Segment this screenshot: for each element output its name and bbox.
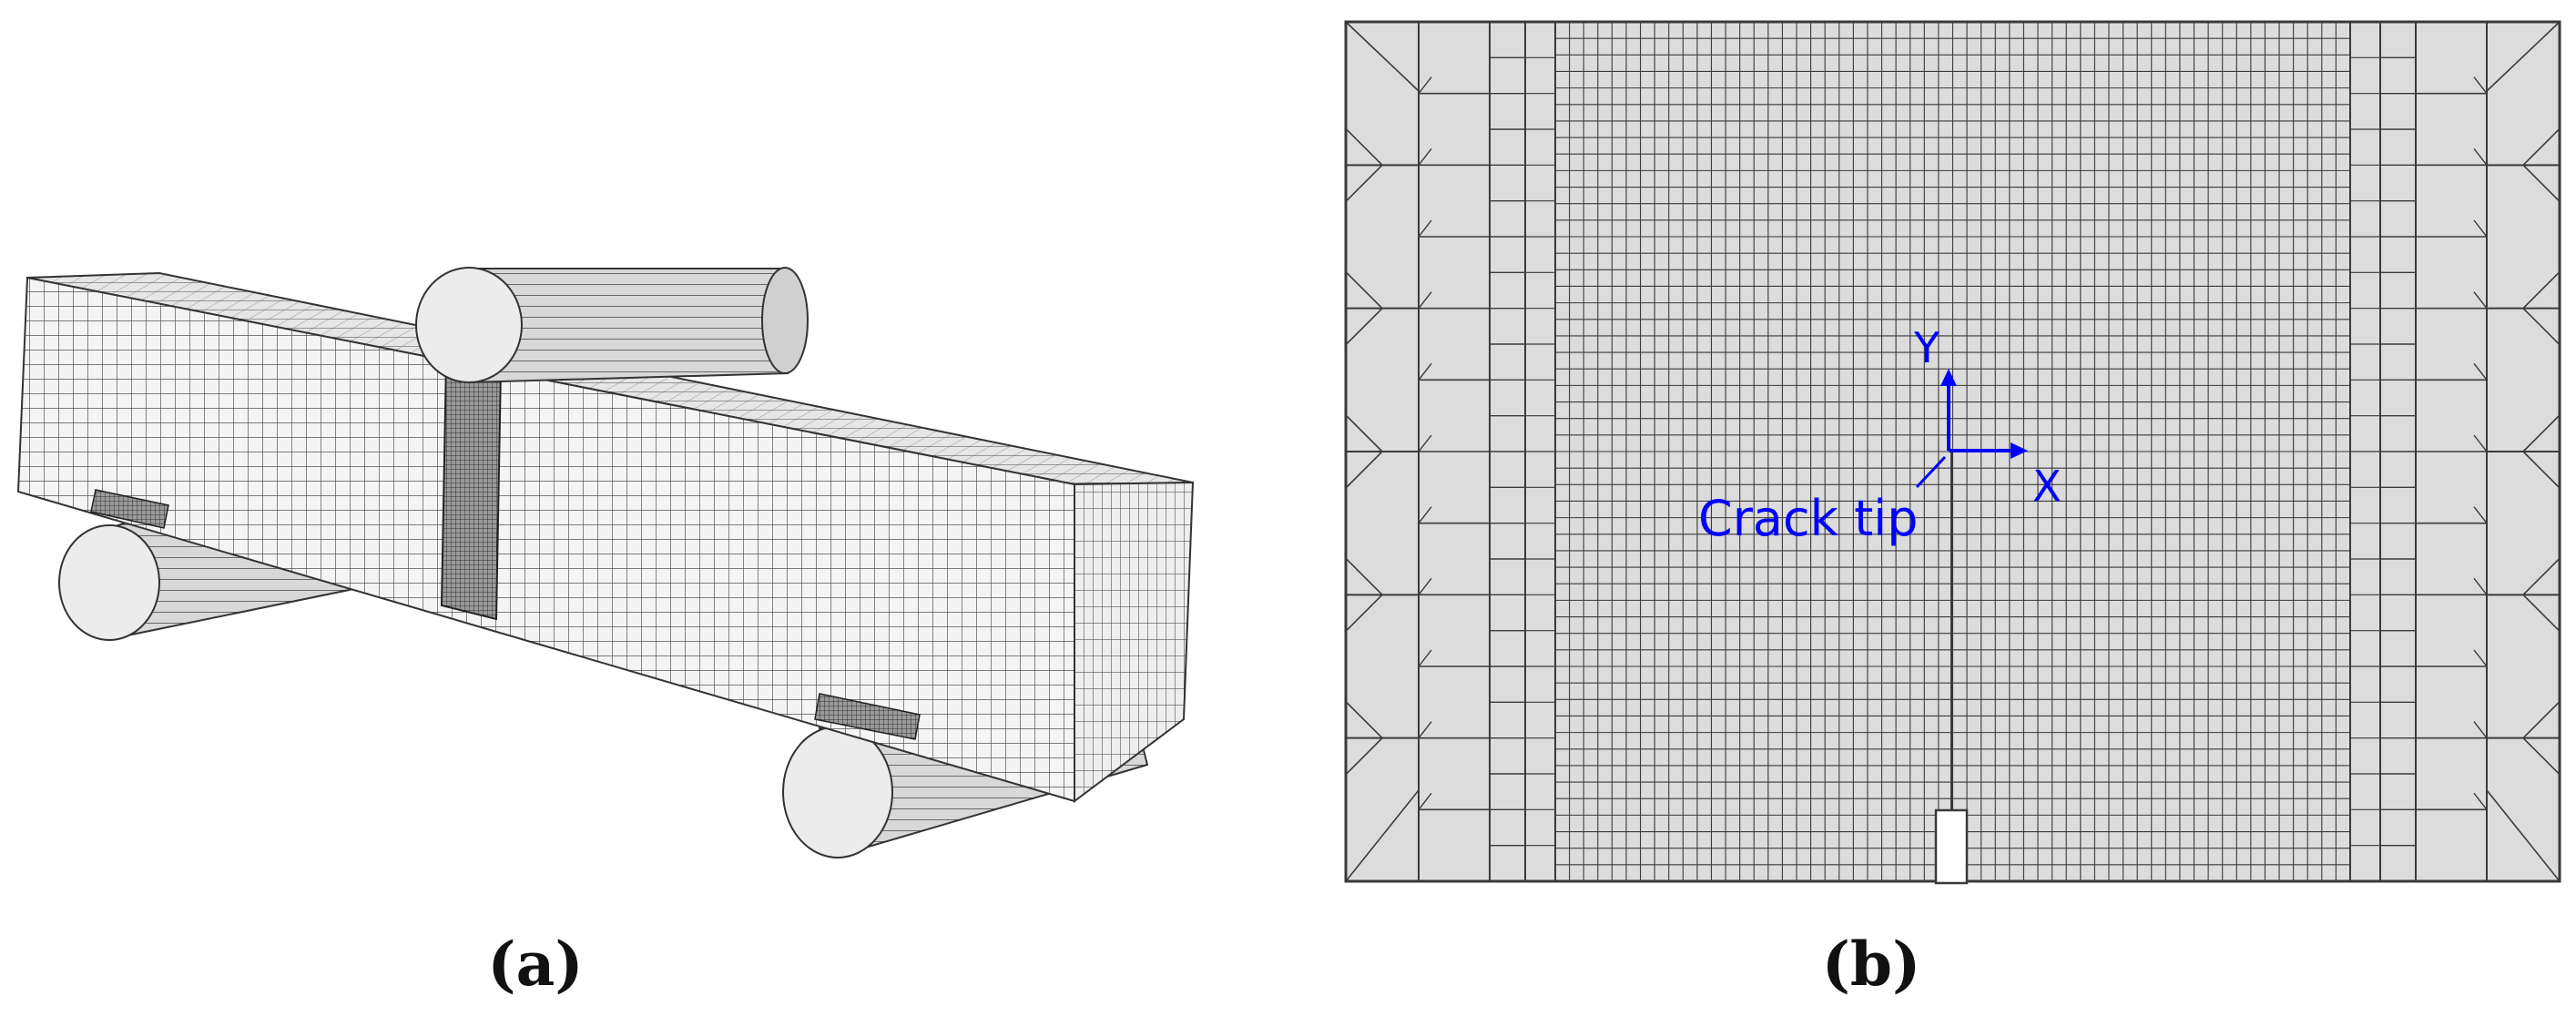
mesh-edge: [2473, 434, 2488, 452]
notch: [1934, 808, 1969, 885]
mesh-edge: [2473, 649, 2488, 667]
mesh-edge: [2486, 21, 2561, 92]
mesh-edge: [1418, 76, 1432, 95]
mesh-edge: [2473, 219, 2488, 238]
mesh-edge: [1345, 271, 1383, 310]
mesh-edge: [1418, 147, 1432, 166]
mesh-edge: [1418, 362, 1432, 381]
mesh-2d-panel: Y X Crack tip: [1329, 0, 2576, 910]
loading-roller: [415, 267, 809, 384]
mesh-edge: [1418, 434, 1432, 452]
mesh-edge: [1345, 594, 1383, 632]
mesh-edge: [1418, 291, 1432, 310]
mesh-edge: [1345, 127, 1383, 166]
mesh-edge: [2473, 291, 2488, 310]
mesh-edge: [1345, 21, 1420, 92]
mesh-edge: [2522, 594, 2561, 632]
mesh-edge: [2522, 557, 2561, 595]
mesh-edge: [2473, 362, 2488, 381]
mesh-edge: [1345, 737, 1383, 776]
mesh-edge: [1418, 792, 1432, 810]
mesh-edge: [2473, 147, 2488, 166]
mesh-edge: [1418, 649, 1432, 667]
mesh-edge: [1345, 789, 1420, 882]
support-contact-patch-right: [814, 693, 921, 740]
y-arrow-head: [1940, 369, 1957, 386]
mesh-edge: [2473, 76, 2488, 95]
beam-end-face: [1074, 481, 1195, 803]
mesh-edge: [1418, 219, 1432, 238]
mesh-edge: [2522, 127, 2561, 166]
mesh-edge: [2522, 164, 2561, 202]
panel-a-caption: (a): [487, 929, 584, 1000]
mesh-edge: [2522, 701, 2561, 739]
beam-3d-panel: [0, 0, 1275, 910]
mesh-edge: [2522, 414, 2561, 452]
crack-tip-pointer: [1915, 455, 1947, 489]
support-contact-patch-left: [90, 489, 169, 529]
mesh-2d-svg: Y X Crack tip: [1344, 20, 2561, 885]
mesh-edge: [1345, 557, 1383, 595]
mesh-edge: [1345, 451, 1383, 489]
refined-mesh-zone: [440, 358, 503, 621]
mesh-edge: [1418, 577, 1432, 595]
x-axis-label: X: [2032, 462, 2062, 511]
mesh-edge: [1345, 414, 1383, 452]
crack-tip-annotation: Y X Crack tip: [1698, 323, 2062, 547]
mesh-edge: [1345, 164, 1383, 202]
y-axis-label: Y: [1913, 323, 1940, 372]
mesh-edge: [2473, 721, 2488, 739]
crack-tip-label: Crack tip: [1698, 490, 1919, 547]
mesh-edge: [2473, 792, 2488, 810]
mesh-edge: [1418, 506, 1432, 524]
mesh-edge: [2522, 737, 2561, 776]
x-arrow-head: [2011, 442, 2028, 459]
mesh-edge: [2522, 451, 2561, 489]
mesh-edge: [2473, 506, 2488, 524]
mesh-edge: [1418, 721, 1432, 739]
panel-b-caption: (b): [1821, 929, 1921, 1000]
mesh-edge: [1345, 308, 1383, 346]
mesh-edge: [1345, 701, 1383, 739]
mesh-edge: [2522, 308, 2561, 346]
mesh-edge: [2473, 577, 2488, 595]
beam-3d-svg: [16, 267, 1195, 859]
mesh-edge: [2522, 271, 2561, 310]
mesh-edge: [2486, 789, 2561, 882]
